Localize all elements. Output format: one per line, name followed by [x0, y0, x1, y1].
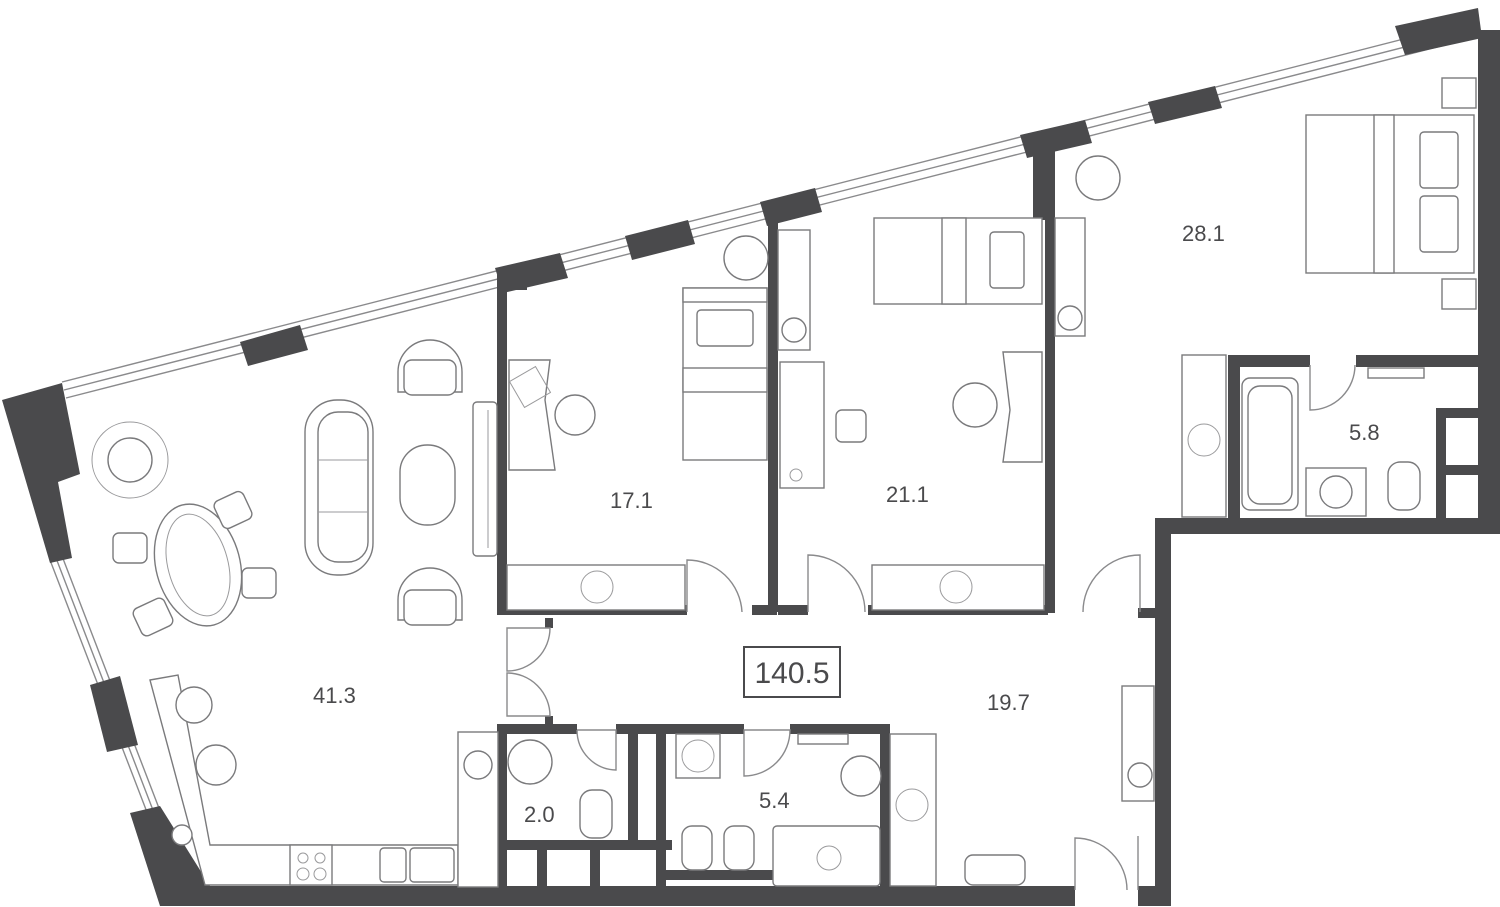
bedroom1-furniture: [506, 235, 769, 611]
area-label-hall: 19.7: [987, 690, 1030, 715]
total-area-label: 140.5: [754, 657, 829, 690]
area-label-wc: 2.0: [524, 802, 555, 827]
area-label-living: 41.3: [313, 683, 356, 708]
area-labels: 41.3 17.1 21.1 28.1 5.8 19.7 2.0 5.4: [313, 221, 1380, 827]
total-area-box: 140.5: [743, 646, 841, 698]
master-bath-fixtures: [1241, 367, 1425, 517]
bedroom2-furniture: [777, 217, 1086, 611]
walls: [2, 8, 1500, 906]
area-label-bedroom-1: 17.1: [610, 488, 653, 513]
area-label-bedroom-2: 21.1: [886, 482, 929, 507]
hall-fixtures: [507, 685, 1155, 887]
living-furniture: [91, 339, 499, 888]
master-bedroom-furniture: [1075, 77, 1477, 518]
area-label-master-bath: 5.8: [1349, 420, 1380, 445]
area-label-bathroom: 5.4: [759, 788, 790, 813]
area-label-master-bedroom: 28.1: [1182, 221, 1225, 246]
doors: [506, 364, 1356, 891]
